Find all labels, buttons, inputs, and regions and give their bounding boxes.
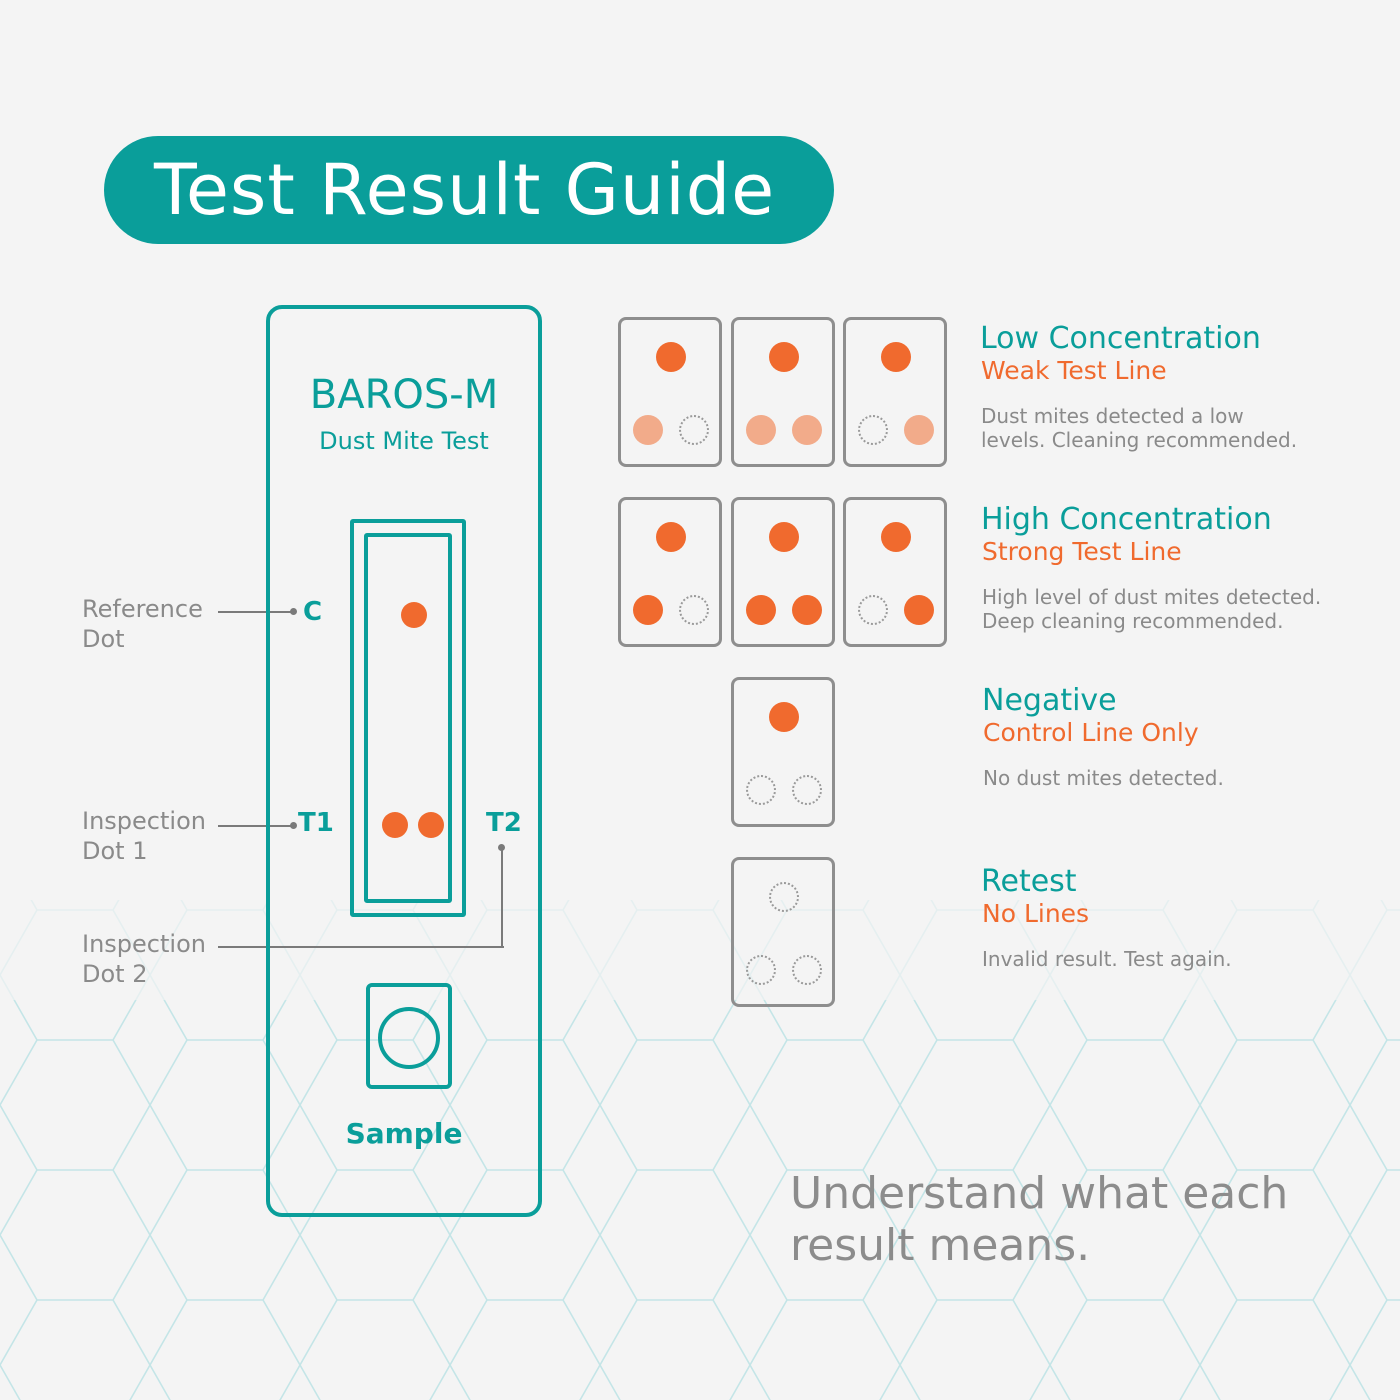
test-dot-2 <box>792 775 822 805</box>
test-dot-1 <box>746 595 776 625</box>
inspection1-leader-endpoint <box>290 822 297 829</box>
test-dot-2 <box>679 415 709 445</box>
tagline: Understand what each result means. <box>790 1168 1289 1271</box>
result-card <box>618 317 722 467</box>
reference-leader-endpoint <box>290 608 297 615</box>
result-title: Low Concentration <box>980 321 1261 356</box>
test-dot-1 <box>746 775 776 805</box>
test-dot-2 <box>679 595 709 625</box>
test-dot-1 <box>633 595 663 625</box>
inspection2-leader-line <box>218 946 504 948</box>
test-dot-2 <box>904 415 934 445</box>
sample-port-icon <box>378 1007 440 1069</box>
page-title: Test Result Guide <box>154 149 776 231</box>
result-subtitle: Weak Test Line <box>981 356 1167 385</box>
sample-well <box>366 983 452 1089</box>
result-description: High level of dust mites detected. Deep … <box>982 585 1322 633</box>
control-dot <box>881 522 911 552</box>
test-dot-1 <box>858 595 888 625</box>
result-card <box>731 497 835 647</box>
test-dot-1 <box>746 955 776 985</box>
result-subtitle: Strong Test Line <box>982 537 1182 566</box>
result-subtitle: No Lines <box>982 899 1090 928</box>
result-description: Invalid result. Test again. <box>982 947 1232 971</box>
control-dot <box>769 342 799 372</box>
test-dot-2 <box>792 595 822 625</box>
title-banner: Test Result Guide <box>104 136 834 244</box>
control-dot <box>656 522 686 552</box>
inspection2-leader-endpoint <box>498 844 505 851</box>
inspection-dot-1 <box>382 812 408 838</box>
sample-label: Sample <box>345 1117 463 1150</box>
reference-dot <box>401 602 427 628</box>
test-dot-1 <box>633 415 663 445</box>
device-brand: BAROS-M <box>309 372 499 418</box>
marker-t1: T1 <box>298 808 334 838</box>
result-card <box>731 857 835 1007</box>
test-dot-2 <box>792 955 822 985</box>
device-subtitle: Dust Mite Test <box>319 427 489 455</box>
result-description: Dust mites detected a low levels. Cleani… <box>981 404 1298 452</box>
marker-c: C <box>303 597 323 627</box>
control-dot <box>769 702 799 732</box>
result-window-inner <box>364 533 452 903</box>
test-dot-2 <box>792 415 822 445</box>
result-card <box>731 317 835 467</box>
result-card <box>731 677 835 827</box>
test-dot-1 <box>858 415 888 445</box>
result-title: High Concentration <box>981 502 1272 537</box>
control-dot <box>656 342 686 372</box>
result-card <box>843 497 947 647</box>
inspection-dot-2 <box>418 812 444 838</box>
control-dot <box>769 882 799 912</box>
control-dot <box>881 342 911 372</box>
reference-leader-line <box>218 611 294 613</box>
result-subtitle: Control Line Only <box>983 718 1199 747</box>
result-window <box>350 519 466 917</box>
result-description: No dust mites detected. <box>983 766 1224 790</box>
test-device: BAROS-M Dust Mite Test Sample <box>266 305 542 1217</box>
inspection1-leader-line <box>218 825 294 827</box>
marker-t2: T2 <box>486 808 522 838</box>
inspection2-leader-vertical <box>501 848 503 948</box>
test-dot-2 <box>904 595 934 625</box>
test-dot-1 <box>746 415 776 445</box>
result-card <box>618 497 722 647</box>
control-dot <box>769 522 799 552</box>
result-card <box>843 317 947 467</box>
result-title: Retest <box>981 864 1077 899</box>
result-title: Negative <box>982 683 1117 718</box>
